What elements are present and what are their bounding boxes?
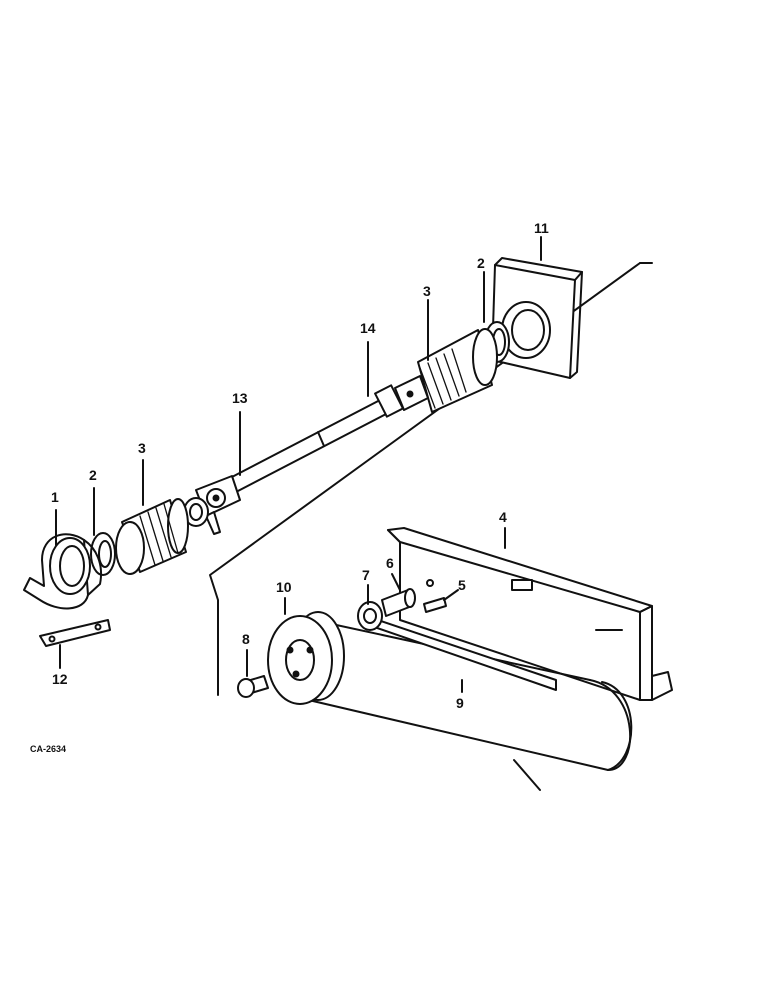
callout-11: 11 bbox=[534, 220, 549, 236]
bolt bbox=[237, 675, 269, 698]
shield-end bbox=[23, 533, 102, 610]
callout-2-left: 2 bbox=[89, 467, 97, 483]
pulley bbox=[267, 611, 345, 705]
callout-labels: 1 2 3 2 3 4 5 6 7 8 9 10 11 12 13 14 bbox=[51, 220, 549, 711]
belt-tail-line bbox=[513, 759, 541, 791]
callout-1: 1 bbox=[51, 489, 59, 505]
drive-shaft bbox=[229, 375, 429, 493]
callout-4: 4 bbox=[499, 509, 507, 525]
shield-cone-right bbox=[417, 328, 498, 413]
sleeve bbox=[381, 588, 416, 617]
callout-7: 7 bbox=[362, 567, 370, 583]
bushing bbox=[357, 601, 383, 631]
callout-12: 12 bbox=[52, 671, 68, 687]
leader-lines bbox=[55, 236, 542, 693]
shield-bracket bbox=[491, 257, 583, 379]
snap-ring-left bbox=[90, 532, 116, 576]
callout-6: 6 bbox=[386, 555, 394, 571]
support-channel bbox=[387, 527, 673, 701]
callout-14: 14 bbox=[360, 320, 376, 336]
callout-3-left: 3 bbox=[138, 440, 146, 456]
callout-13: 13 bbox=[232, 390, 248, 406]
callout-3-right: 3 bbox=[423, 283, 431, 299]
callout-9: 9 bbox=[456, 695, 464, 711]
callout-10: 10 bbox=[276, 579, 292, 595]
universal-joint-left bbox=[183, 475, 241, 535]
mounting-panel-outline bbox=[209, 262, 653, 696]
strap bbox=[39, 619, 111, 647]
callout-8: 8 bbox=[242, 631, 250, 647]
callout-2-right: 2 bbox=[477, 255, 485, 271]
callout-5: 5 bbox=[458, 577, 466, 593]
figure-code: CA-2634 bbox=[30, 744, 66, 754]
shield-cone-left bbox=[115, 498, 189, 575]
pin bbox=[423, 597, 447, 613]
